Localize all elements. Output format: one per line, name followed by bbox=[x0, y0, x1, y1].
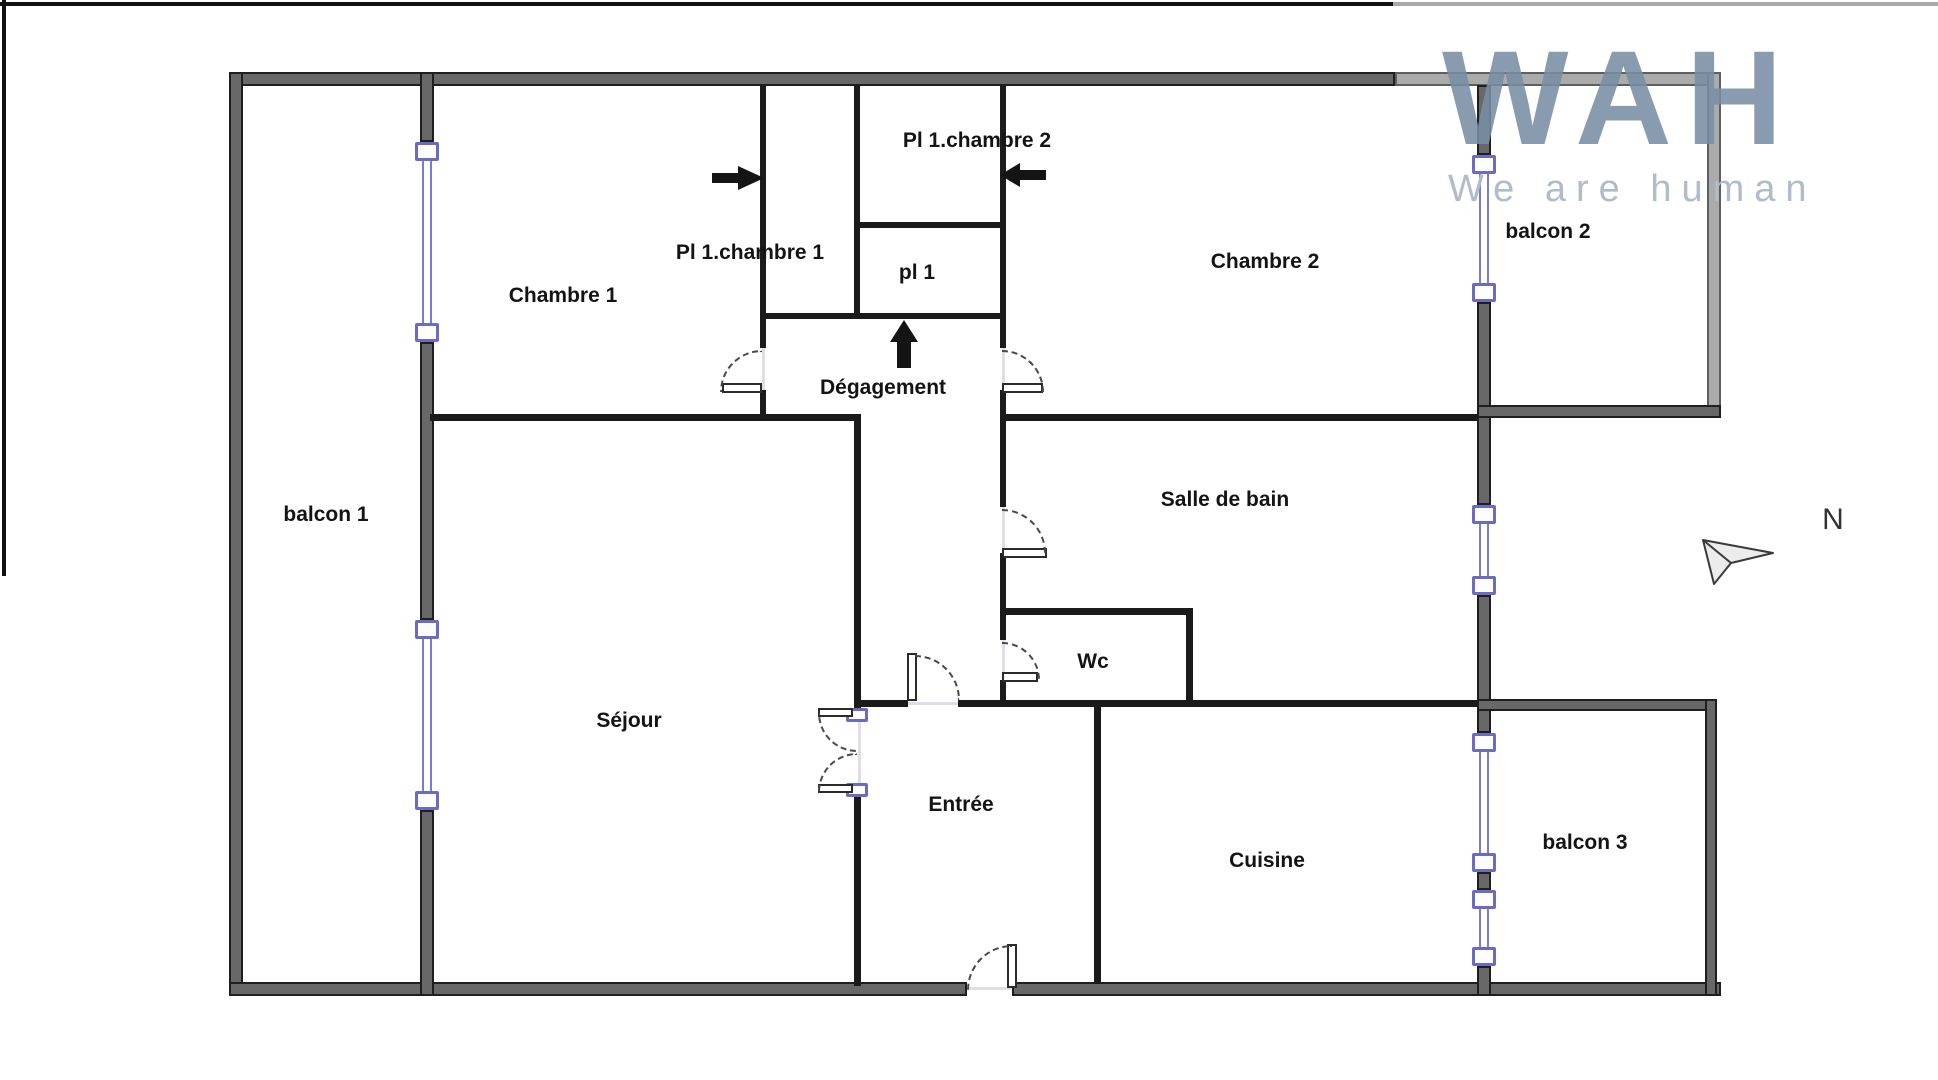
window-glass-line bbox=[1479, 155, 1481, 302]
wall-bottom-left bbox=[229, 982, 967, 996]
room-label-cuisine: Cuisine bbox=[1229, 849, 1305, 872]
window-chambre2-balcon2 bbox=[1472, 155, 1496, 302]
door-arc-entrance bbox=[967, 945, 1012, 990]
window-sejour-balcon1 bbox=[415, 620, 439, 810]
door-ghost bbox=[762, 348, 765, 390]
wall-entree-cuisine bbox=[1094, 707, 1101, 984]
room-label-chambre1: Chambre 1 bbox=[508, 284, 618, 307]
window-handle bbox=[1472, 576, 1496, 595]
room-label-degagement: Dégagement bbox=[819, 376, 947, 399]
wall-right-c bbox=[1477, 595, 1491, 733]
room-label-sejour: Séjour bbox=[596, 709, 662, 732]
wall-long-a bbox=[1000, 85, 1006, 348]
window-handle bbox=[1472, 947, 1496, 966]
wall-balcon1-sep-c bbox=[420, 810, 434, 996]
frame-border-top-light bbox=[1393, 2, 1938, 6]
wall-right-d bbox=[1477, 872, 1491, 890]
wall-balcon3-right bbox=[1705, 699, 1717, 996]
window-glass-line bbox=[430, 142, 432, 342]
wah-logo-title: WAH bbox=[1442, 24, 1797, 173]
window-handle bbox=[1472, 853, 1496, 872]
window-glass-line bbox=[1479, 505, 1481, 595]
frame-border-left bbox=[2, 0, 6, 576]
arrow-left-icon bbox=[1000, 163, 1046, 187]
wall-top bbox=[229, 72, 1395, 86]
wall-right-a bbox=[1477, 85, 1491, 155]
wah-logo-subtitle: We are human bbox=[1448, 167, 1817, 210]
room-label-balcon2: balcon 2 bbox=[1505, 220, 1591, 243]
door-arc-chambre1 bbox=[720, 350, 762, 392]
arrow-up-icon bbox=[890, 320, 918, 368]
wall-balcon3-top bbox=[1477, 699, 1717, 711]
wall-right-b bbox=[1477, 302, 1491, 505]
wall-wc-right bbox=[1186, 608, 1193, 707]
room-label-balcon1: balcon 1 bbox=[283, 503, 369, 526]
room-label-pl1-chambre1: Pl 1.chambre 1 bbox=[675, 241, 825, 264]
wall-chambre2-sdb bbox=[1004, 414, 1477, 421]
door-arc-double-b bbox=[818, 753, 857, 792]
window-handle bbox=[415, 791, 439, 810]
door-arc-wc bbox=[1002, 642, 1040, 680]
window-glass-line bbox=[1487, 890, 1489, 966]
window-salle-de-bain bbox=[1472, 505, 1496, 595]
window-handle bbox=[1472, 283, 1496, 302]
window-glass-line bbox=[1487, 733, 1489, 872]
room-label-balcon3: balcon 3 bbox=[1542, 831, 1628, 854]
window-cuisine-balcon3-b bbox=[1472, 890, 1496, 966]
wall-entree-top-b bbox=[958, 700, 1477, 707]
wall-entree-top-a bbox=[858, 700, 908, 707]
wall-closet-left-b bbox=[760, 390, 766, 421]
window-chambre1-balcon1 bbox=[415, 142, 439, 342]
wall-long-b bbox=[1000, 390, 1006, 507]
wall-balcon1-sep-a bbox=[420, 72, 434, 142]
wall-wc-top bbox=[1000, 608, 1193, 615]
window-glass-line bbox=[422, 620, 424, 810]
door-arc-chambre2 bbox=[1002, 350, 1044, 392]
window-glass-line bbox=[1487, 505, 1489, 595]
wall-right-e bbox=[1477, 966, 1491, 996]
compass-north-label: N bbox=[1822, 503, 1844, 536]
wall-corridor-left-a bbox=[854, 414, 861, 710]
window-glass-line bbox=[1479, 890, 1481, 966]
window-handle bbox=[1472, 155, 1496, 174]
door-arc-corridor bbox=[915, 655, 960, 700]
window-glass-line bbox=[422, 142, 424, 342]
wall-closet-bottom bbox=[760, 313, 1006, 319]
wall-sejour-top bbox=[430, 414, 857, 421]
wall-long-d bbox=[1000, 680, 1006, 705]
window-cuisine-balcon3-a bbox=[1472, 733, 1496, 872]
room-label-salle-de-bain: Salle de bain bbox=[1160, 488, 1290, 511]
window-glass-line bbox=[1479, 733, 1481, 872]
window-handle bbox=[415, 620, 439, 639]
door-arc-double-a bbox=[818, 713, 857, 752]
room-label-pl1: pl 1 bbox=[898, 261, 936, 284]
window-handle bbox=[1472, 505, 1496, 524]
wall-long-c bbox=[1000, 553, 1006, 640]
wall-pl1-divider bbox=[854, 222, 1006, 228]
room-label-chambre2: Chambre 2 bbox=[1210, 250, 1320, 273]
wall-closet-mid bbox=[854, 85, 860, 317]
arrow-right-icon bbox=[712, 166, 764, 190]
door-arc-sdb bbox=[1002, 509, 1046, 553]
door-ghost bbox=[858, 722, 861, 783]
room-label-entree: Entrée bbox=[928, 793, 994, 816]
wall-closet-left-a bbox=[760, 85, 766, 348]
room-label-pl1-chambre2: Pl 1.chambre 2 bbox=[902, 129, 1052, 152]
wall-balcon1-sep-b bbox=[420, 342, 434, 620]
window-handle bbox=[1472, 890, 1496, 909]
frame-border-top-dark bbox=[0, 2, 1393, 6]
window-handle bbox=[415, 323, 439, 342]
wall-left-exterior bbox=[229, 72, 243, 996]
wall-balcon2-bottom bbox=[1477, 405, 1721, 418]
window-handle bbox=[415, 142, 439, 161]
wall-corridor-left-b bbox=[854, 790, 861, 986]
window-glass-line bbox=[1487, 155, 1489, 302]
room-label-wc: Wc bbox=[1077, 650, 1109, 673]
wall-bottom-right bbox=[1012, 982, 1721, 996]
window-glass-line bbox=[430, 620, 432, 810]
compass-arrow-icon bbox=[1702, 539, 1774, 585]
wah-logo: WAH We are human bbox=[1442, 24, 1817, 211]
window-handle bbox=[1472, 733, 1496, 752]
door-ghost bbox=[908, 702, 958, 705]
